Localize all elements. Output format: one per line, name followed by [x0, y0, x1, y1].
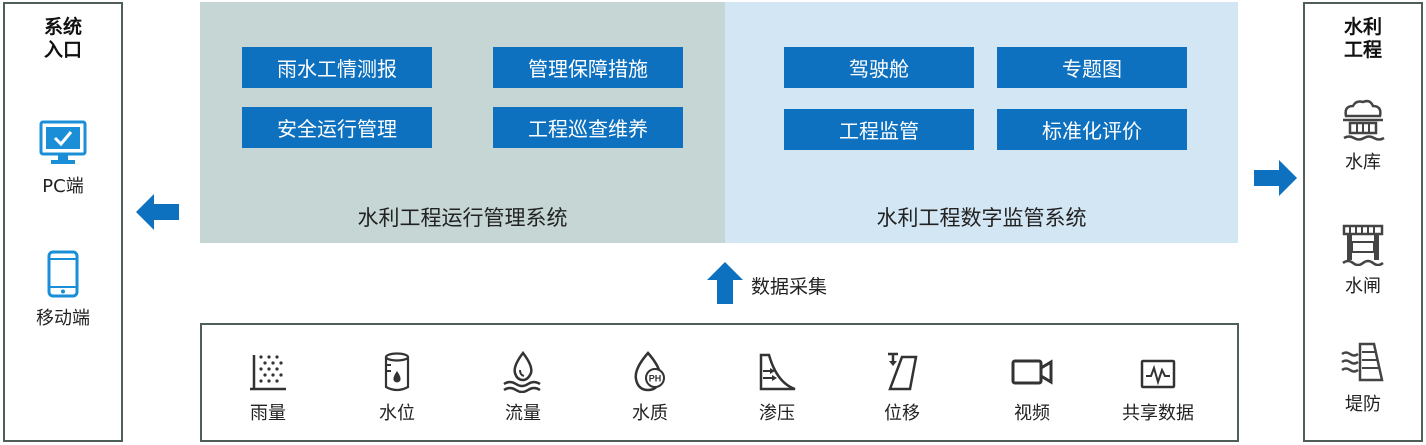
safe-operation-button[interactable]: 安全运行管理 — [242, 107, 432, 148]
reservoir-icon — [1343, 99, 1385, 141]
management-measures-button[interactable]: 管理保障措施 — [493, 47, 683, 88]
video-icon — [1011, 359, 1053, 385]
system-entry-title: 系统 入口 — [43, 16, 82, 61]
dike-icon — [1341, 342, 1384, 382]
reservoir-label: 水库 — [1345, 152, 1381, 173]
digital-system-title: 水利工程数字监管系统 — [876, 206, 1087, 230]
sensor-water-level-label: 水位 — [379, 403, 415, 424]
sluice-label: 水闸 — [1345, 276, 1381, 297]
sensor-panel: 雨量 水位 流量 PH 水质 — [200, 323, 1239, 442]
sensor-rain[interactable]: 雨量 — [228, 351, 308, 425]
sensor-flow[interactable]: 流量 — [483, 351, 563, 425]
displacement-icon — [888, 352, 918, 391]
right-arrow-icon — [1254, 160, 1297, 196]
water-projects-panel: 水利 工程 水库 水闸 — [1303, 2, 1423, 442]
sensor-video[interactable]: 视频 — [992, 351, 1072, 425]
flow-icon — [503, 351, 541, 393]
sensor-flow-label: 流量 — [505, 403, 541, 424]
reservoir-item[interactable]: 水库 — [1305, 98, 1421, 174]
data-collection-label: 数据采集 — [751, 276, 828, 298]
sensor-shared-data[interactable]: 共享数据 — [1108, 351, 1208, 425]
cockpit-button[interactable]: 驾驶舱 — [784, 47, 974, 88]
left-arrow-icon — [136, 194, 179, 230]
sensor-displacement-label: 位移 — [884, 403, 920, 424]
sensor-video-label: 视频 — [1014, 403, 1050, 424]
thematic-map-button[interactable]: 专题图 — [997, 47, 1187, 88]
rain-icon — [250, 355, 286, 391]
shared-data-icon — [1140, 359, 1176, 389]
sensor-shared-data-label: 共享数据 — [1122, 403, 1194, 424]
project-supervision-button[interactable]: 工程监管 — [784, 109, 974, 150]
mobile-entry-label: 移动端 — [36, 308, 90, 329]
system-entry-panel: 系统 入口 PC端 移动端 — [3, 2, 123, 442]
up-arrow-icon — [707, 262, 743, 304]
sensor-seepage-label: 渗压 — [759, 403, 795, 424]
seepage-icon — [759, 353, 796, 391]
digital-supervision-system: 驾驶舱 专题图 工程监管 标准化评价 水利工程数字监管系统 — [725, 2, 1238, 243]
water-projects-title: 水利 工程 — [1343, 16, 1382, 61]
dike-item[interactable]: 堤防 — [1305, 340, 1421, 416]
pc-entry-label: PC端 — [42, 176, 84, 197]
water-quality-icon: PH — [634, 351, 665, 392]
sluice-icon — [1342, 224, 1384, 266]
water-level-icon — [384, 352, 410, 392]
phone-icon — [47, 250, 79, 298]
operations-system-title: 水利工程运行管理系统 — [357, 206, 568, 230]
svg-text:PH: PH — [649, 374, 662, 384]
sensor-displacement[interactable]: 位移 — [862, 351, 942, 425]
monitor-icon — [39, 120, 87, 164]
pc-entry[interactable]: PC端 — [5, 120, 121, 198]
sensor-water-quality-label: 水质 — [632, 403, 668, 424]
sensor-rain-label: 雨量 — [250, 403, 286, 424]
mobile-entry[interactable]: 移动端 — [5, 250, 121, 330]
standardization-evaluation-button[interactable]: 标准化评价 — [997, 109, 1187, 150]
inspection-maintenance-button[interactable]: 工程巡查维养 — [493, 107, 683, 148]
dike-label: 堤防 — [1345, 394, 1381, 415]
sluice-item[interactable]: 水闸 — [1305, 222, 1421, 298]
operations-management-system: 雨水工情测报 管理保障措施 安全运行管理 工程巡查维养 水利工程运行管理系统 — [200, 2, 725, 243]
sensor-water-level[interactable]: 水位 — [357, 351, 437, 425]
sensor-seepage[interactable]: 渗压 — [737, 351, 817, 425]
sensor-water-quality[interactable]: PH 水质 — [610, 351, 690, 425]
rain-work-report-button[interactable]: 雨水工情测报 — [242, 47, 432, 88]
